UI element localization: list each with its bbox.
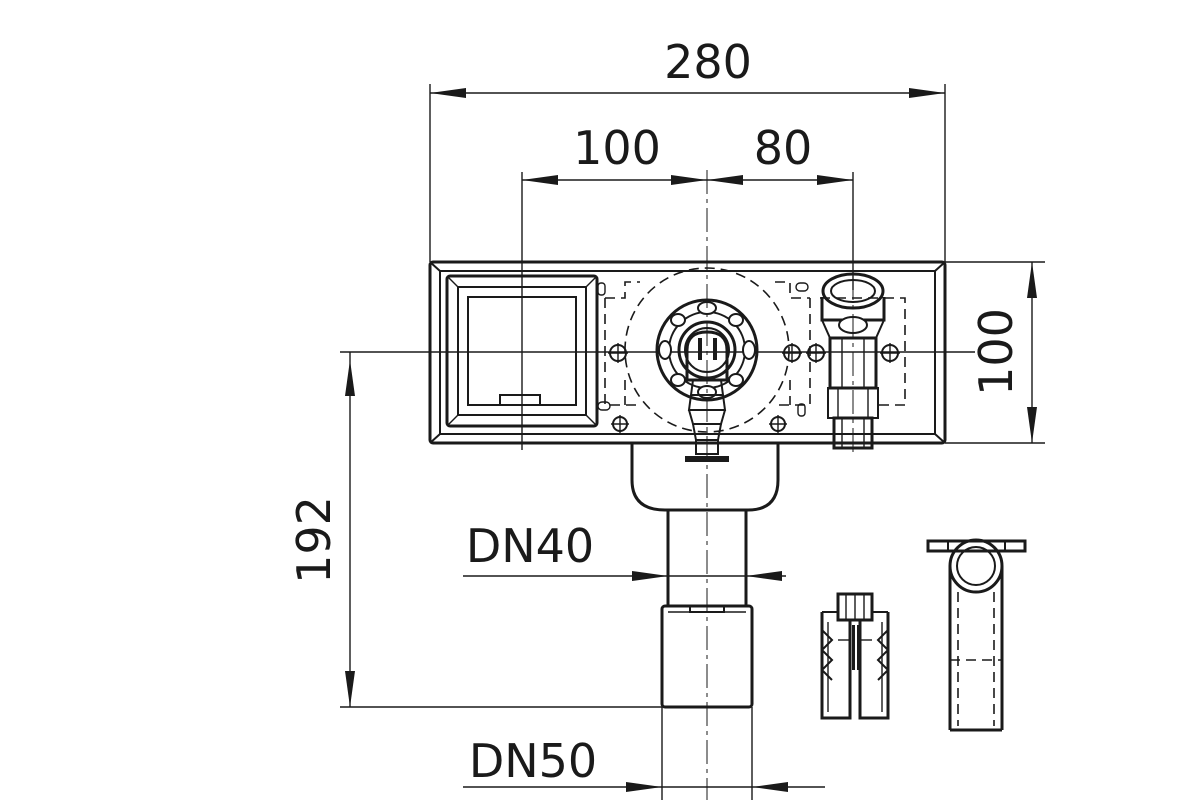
screw-icon (806, 343, 826, 363)
dimension-overall-width: 280 (429, 35, 946, 262)
dimension-label-192: 192 (287, 496, 341, 584)
dimension-depth: 192 (287, 351, 975, 708)
dimension-dn50: DN50 (463, 707, 825, 800)
dimension-label-100: 100 (573, 121, 661, 175)
housing-box (428, 260, 947, 445)
screw-icon (611, 415, 629, 433)
dimension-label-80: 80 (754, 121, 813, 175)
screw-slots (597, 282, 809, 417)
screw-icon (769, 415, 787, 433)
screw-icon (880, 343, 900, 363)
detail-elbow-tube (926, 538, 1027, 732)
dimension-dn40: DN40 (463, 519, 786, 581)
dimension-box-height: 100 (945, 261, 1045, 444)
detail-hose-connector (820, 592, 890, 720)
screw-icon (608, 343, 628, 363)
inspection-cover (445, 274, 599, 428)
screw-icon (782, 343, 802, 363)
dimension-label-dn40: DN40 (466, 519, 594, 573)
dimension-label-100-vertical: 100 (969, 308, 1023, 396)
mounting-outline (604, 281, 906, 406)
dimension-label-dn50: DN50 (469, 734, 597, 788)
dimension-offsets: 100 80 (521, 121, 854, 450)
dimension-label-280: 280 (664, 35, 752, 89)
mounting-screws (608, 343, 900, 433)
